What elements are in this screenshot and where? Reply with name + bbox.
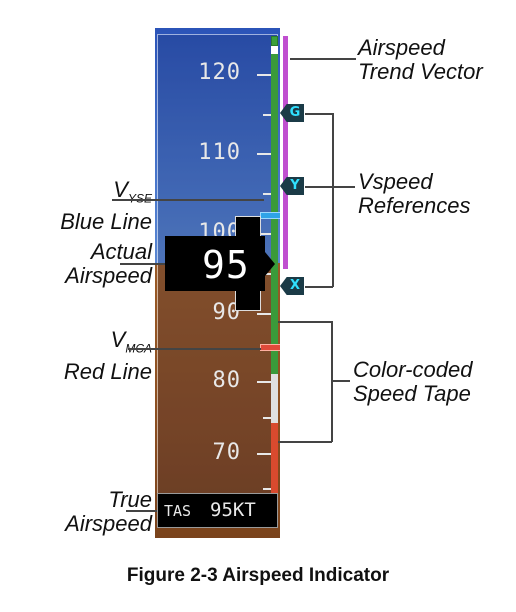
tick-minor xyxy=(263,417,271,419)
leader-tas xyxy=(126,510,157,512)
white-band-top xyxy=(271,46,278,54)
white-band xyxy=(271,374,278,430)
callout-trend-vector: Airspeed Trend Vector xyxy=(358,35,483,84)
tick-label-90: 90 xyxy=(212,300,241,325)
tick-label-120: 120 xyxy=(198,60,241,85)
leader-tape-bottom xyxy=(278,441,332,443)
leader-vspeed-vertical xyxy=(332,113,334,287)
actual-airspeed-value: 95 xyxy=(202,243,250,287)
leader-trend xyxy=(290,58,356,60)
vspeed-bug-y: Y xyxy=(280,177,304,195)
callout-true-airspeed: True Airspeed xyxy=(65,487,152,536)
callout-actual-airspeed: Actual Airspeed xyxy=(65,239,152,288)
tas-value: 95KT xyxy=(210,499,256,521)
callout-vspeed: Vspeed References xyxy=(358,169,471,218)
tick-major xyxy=(257,74,271,76)
red-band xyxy=(271,423,278,504)
vspeed-bug-g: G xyxy=(280,104,304,122)
tick-major xyxy=(257,381,271,383)
tick-label-110: 110 xyxy=(198,140,241,165)
leader-vspeed-x xyxy=(305,286,333,288)
tick-minor xyxy=(263,488,271,490)
tick-label-70: 70 xyxy=(212,440,241,465)
leader-vspeed-y xyxy=(305,186,355,188)
vspeed-bug-x: X xyxy=(280,277,304,295)
leader-tape-top xyxy=(278,321,332,323)
green-band-top xyxy=(271,36,278,46)
tick-major xyxy=(257,453,271,455)
true-airspeed-box: TAS 95KT xyxy=(157,493,278,528)
leader-actual xyxy=(120,263,165,265)
callout-color-tape: Color-coded Speed Tape xyxy=(353,357,473,406)
leader-tape-mid xyxy=(332,380,350,382)
tick-minor xyxy=(263,193,271,195)
tick-major xyxy=(257,153,271,155)
vyse-blue-line-marker xyxy=(260,212,280,219)
tas-label: TAS xyxy=(164,502,192,520)
leader-vmca xyxy=(128,348,261,350)
airspeed-trend-vector xyxy=(283,36,288,269)
callout-vmca: VMCA Red Line xyxy=(63,327,152,385)
airspeed-pointer-arrow xyxy=(265,252,275,276)
actual-airspeed-box xyxy=(165,236,265,291)
tick-major xyxy=(257,313,271,315)
leader-vspeed-g xyxy=(305,113,333,115)
figure-caption: Figure 2-3 Airspeed Indicator xyxy=(126,565,390,586)
tick-minor xyxy=(263,114,271,116)
vmca-red-line-marker xyxy=(260,344,280,351)
tick-label-80: 80 xyxy=(212,368,241,393)
callout-vyse: VYSE Blue Line xyxy=(60,177,152,235)
leader-tape-vertical xyxy=(331,321,333,442)
leader-vyse xyxy=(112,199,264,201)
tick-major xyxy=(257,233,271,235)
